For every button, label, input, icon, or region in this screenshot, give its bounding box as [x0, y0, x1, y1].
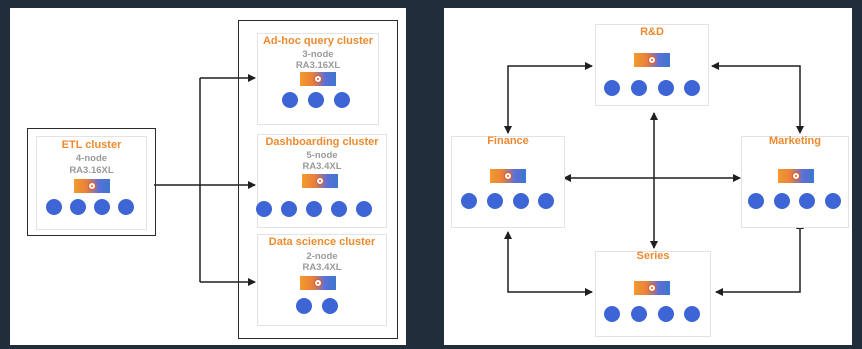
redshift-leader-node-icon	[648, 284, 656, 292]
compute-node-icon	[513, 193, 529, 209]
marketing-cluster-title: Marketing	[769, 135, 821, 147]
compute-node-icon	[658, 306, 674, 322]
compute-node-icon	[631, 306, 647, 322]
left-diagram-panel: ETL cluster 4-node RA3.16XL Ad-hoc query…	[10, 8, 406, 345]
compute-node-icon	[774, 193, 790, 209]
compute-node-icon	[331, 201, 347, 217]
redshift-leader-node-icon	[88, 182, 96, 190]
redshift-leader-node-icon	[792, 172, 800, 180]
compute-node-icon	[94, 199, 110, 215]
compute-node-icon	[70, 199, 86, 215]
redshift-leader-node-icon	[314, 279, 322, 287]
redshift-leader-node-icon	[648, 56, 656, 64]
redshift-leader-node-icon	[316, 177, 324, 185]
compute-node-icon	[684, 306, 700, 322]
etl-cluster-nodes-label: 4-node	[75, 153, 108, 164]
right-diagram-panel: R&D Finance Marketing Series	[444, 8, 852, 345]
adhoc-cluster-title: Ad-hoc query cluster	[262, 35, 374, 47]
compute-node-icon	[604, 306, 620, 322]
left-connectors	[154, 74, 256, 286]
etl-cluster-title: ETL cluster	[61, 139, 122, 151]
right-connectors	[504, 62, 804, 296]
adhoc-cluster-nodes-label: 3-node	[302, 49, 334, 60]
finance-cluster-title: Finance	[487, 135, 529, 147]
dashboarding-cluster-nodes-label: 5-node	[306, 150, 338, 161]
datascience-cluster-title: Data science cluster	[268, 236, 376, 248]
redshift-leader-node-icon	[314, 75, 322, 83]
compute-node-icon	[334, 92, 350, 108]
etl-cluster-frame	[27, 128, 156, 236]
compute-node-icon	[487, 193, 503, 209]
compute-node-icon	[799, 193, 815, 209]
adhoc-cluster-instance-type: RA3.16XL	[295, 60, 341, 71]
compute-node-icon	[256, 201, 272, 217]
etl-cluster-instance-type: RA3.16XL	[69, 165, 114, 176]
compute-node-icon	[118, 199, 134, 215]
arrow-rd-finance	[504, 62, 593, 134]
datascience-cluster-instance-type: RA3.4XL	[302, 262, 342, 273]
series-cluster-title: Series	[636, 250, 670, 262]
compute-node-icon	[538, 193, 554, 209]
compute-node-icon	[684, 80, 700, 96]
rd-cluster-title: R&D	[640, 26, 664, 38]
compute-node-icon	[825, 193, 841, 209]
compute-node-icon	[658, 80, 674, 96]
compute-node-icon	[748, 193, 764, 209]
compute-node-icon	[296, 298, 312, 314]
compute-node-icon	[306, 201, 322, 217]
compute-node-icon	[356, 201, 372, 217]
compute-node-icon	[46, 199, 62, 215]
compute-node-icon	[281, 201, 297, 217]
consumer-clusters-frame	[238, 20, 398, 339]
compute-node-icon	[604, 80, 620, 96]
dashboarding-cluster-instance-type: RA3.4XL	[302, 161, 342, 172]
compute-node-icon	[322, 298, 338, 314]
compute-node-icon	[461, 193, 477, 209]
dashboarding-cluster-title: Dashboarding cluster	[265, 136, 379, 148]
compute-node-icon	[631, 80, 647, 96]
arrow-finance-series	[504, 231, 593, 296]
arrow-rd-marketing	[711, 62, 804, 134]
datascience-cluster-nodes-label: 2-node	[306, 251, 338, 262]
compute-node-icon	[308, 92, 324, 108]
arrow-marketing-series	[715, 221, 804, 296]
redshift-leader-node-icon	[504, 172, 512, 180]
compute-node-icon	[282, 92, 298, 108]
